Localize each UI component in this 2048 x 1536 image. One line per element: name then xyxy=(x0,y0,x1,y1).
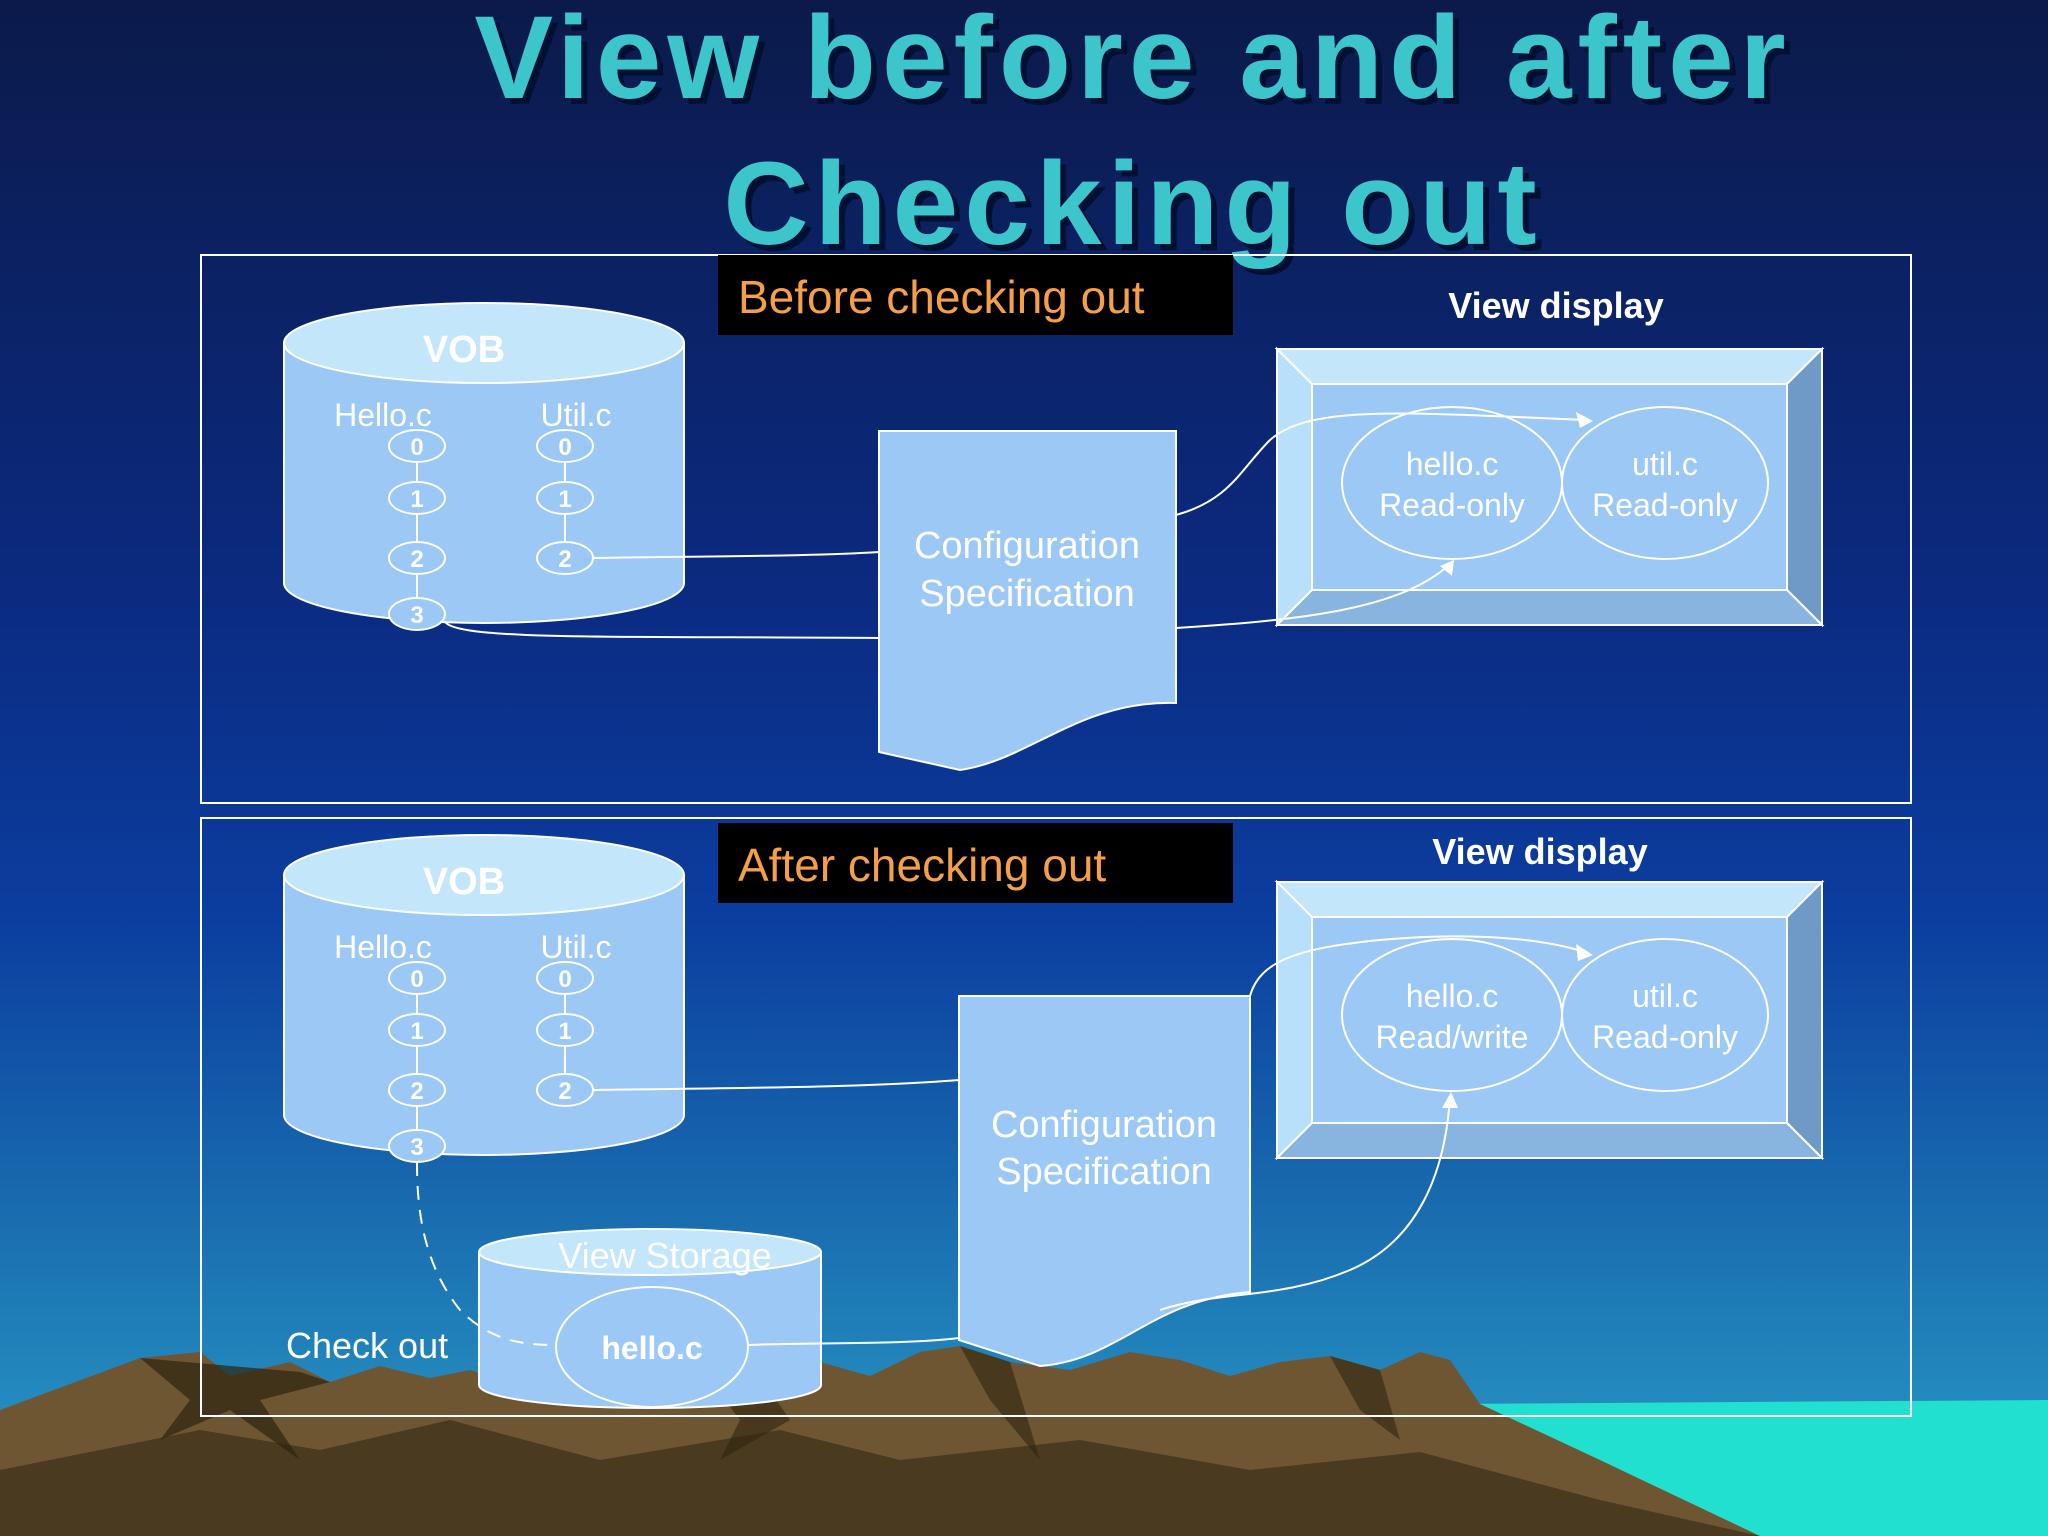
before-connectors xyxy=(444,412,1593,639)
after-file2-name: Util.c xyxy=(540,929,611,965)
before-view-file2-name: util.c xyxy=(1632,446,1698,482)
before-file1-version-1: 1 xyxy=(388,481,446,515)
svg-text:0: 0 xyxy=(558,434,571,461)
after-view-file2: util.c Read-only xyxy=(1561,938,1769,1092)
after-view-file2-mode: Read-only xyxy=(1592,1019,1738,1055)
title-line-2: Checking out xyxy=(723,138,1542,270)
before-connector-config-to-util xyxy=(1175,412,1586,516)
before-config-line-1: Configuration xyxy=(914,525,1140,567)
after-config-line-2: Specification xyxy=(996,1151,1211,1193)
after-heading-box xyxy=(718,823,1233,903)
after-file1-version-3: 3 xyxy=(388,1129,446,1163)
title-line-1: View before and after xyxy=(474,0,1791,124)
before-config-spec: Configuration Specification xyxy=(878,430,1177,772)
after-panel: After checking out VOB Hello.c Util.c 0 … xyxy=(200,817,1912,1417)
after-view-display-label: View display xyxy=(1432,831,1647,872)
checkout-label: Check out xyxy=(286,1325,448,1366)
after-heading: After checking out xyxy=(738,839,1106,891)
slide-title: View before and after View before and af… xyxy=(474,0,1797,276)
after-connector-config-to-hello xyxy=(1159,1097,1451,1311)
after-view-file1-name: hello.c xyxy=(1406,978,1499,1014)
before-heading-box xyxy=(718,255,1233,335)
checkout-dashed-connector xyxy=(416,1161,557,1346)
svg-text:2: 2 xyxy=(410,546,423,573)
svg-text:3: 3 xyxy=(410,1134,423,1161)
after-connector-config-to-util xyxy=(1249,935,1586,997)
after-vob-label: VOB xyxy=(423,861,505,903)
before-file2-version-2: 2 xyxy=(536,541,594,575)
svg-text:3: 3 xyxy=(410,602,423,629)
svg-text:0: 0 xyxy=(410,434,423,461)
svg-text:1: 1 xyxy=(410,486,423,513)
after-view-file2-name: util.c xyxy=(1632,978,1698,1014)
svg-text:0: 0 xyxy=(410,966,423,993)
svg-text:0: 0 xyxy=(558,966,571,993)
after-frame xyxy=(200,817,1912,1417)
after-file1-version-0: 0 xyxy=(388,961,446,995)
before-file1-version-2: 2 xyxy=(388,541,446,575)
svg-text:1: 1 xyxy=(558,486,571,513)
view-storage-label: View Storage xyxy=(558,1235,771,1276)
before-file2-version-0: 0 xyxy=(536,429,594,463)
before-view-file2: util.c Read-only xyxy=(1561,406,1769,560)
before-view-display: hello.c Read-only util.c Read-only xyxy=(1274,346,1825,628)
svg-text:2: 2 xyxy=(410,1078,423,1105)
after-file2-version-0: 0 xyxy=(536,961,594,995)
after-connectors xyxy=(416,935,1593,1346)
svg-text:1: 1 xyxy=(558,1018,571,1045)
before-view-file1-mode: Read-only xyxy=(1379,487,1525,523)
before-connector-util-to-config xyxy=(592,551,880,559)
before-connector-hello-to-config xyxy=(444,621,880,639)
after-connector-storage-to-config xyxy=(747,1337,960,1346)
before-view-display-label: View display xyxy=(1448,285,1663,326)
before-view-file1: hello.c Read-only xyxy=(1341,406,1563,560)
before-view-file2-mode: Read-only xyxy=(1592,487,1738,523)
after-file1-version-2: 2 xyxy=(388,1073,446,1107)
after-config-line-1: Configuration xyxy=(991,1104,1217,1146)
mountain-landscape xyxy=(0,1346,2048,1536)
after-file1-name: Hello.c xyxy=(334,929,432,965)
after-view-display: hello.c Read/write util.c Read-only xyxy=(1274,879,1825,1161)
before-view-file1-name: hello.c xyxy=(1406,446,1499,482)
view-storage-file: hello.c xyxy=(601,1330,702,1366)
after-view-file1: hello.c Read/write xyxy=(1341,938,1563,1092)
svg-text:2: 2 xyxy=(558,1078,571,1105)
before-file1-version-0: 0 xyxy=(388,429,446,463)
after-file2-version-1: 1 xyxy=(536,1013,594,1047)
before-file1-version-3: 3 xyxy=(388,597,446,631)
view-storage-cylinder: View Storage hello.c xyxy=(478,1228,822,1409)
before-file2-version-1: 1 xyxy=(536,481,594,515)
after-view-file1-mode: Read/write xyxy=(1376,1019,1529,1055)
before-connector-config-to-hello xyxy=(1175,563,1451,629)
title-line-1-shadow: View before and after xyxy=(480,0,1797,130)
before-vob-cylinder: VOB Hello.c Util.c 0 1 2 3 0 1 2 xyxy=(283,302,685,631)
after-vob-cylinder: VOB Hello.c Util.c 0 1 2 3 0 1 2 xyxy=(283,834,685,1163)
after-file2-version-2: 2 xyxy=(536,1073,594,1107)
after-file1-version-1: 1 xyxy=(388,1013,446,1047)
before-file2-name: Util.c xyxy=(540,397,611,433)
svg-text:1: 1 xyxy=(410,1018,423,1045)
before-panel: Before checking out VOB Hello.c Util.c 0… xyxy=(200,254,1912,804)
before-file1-name: Hello.c xyxy=(334,397,432,433)
after-config-spec: Configuration Specification xyxy=(958,995,1251,1368)
before-heading: Before checking out xyxy=(738,271,1145,323)
svg-text:2: 2 xyxy=(558,546,571,573)
after-connector-util-to-config xyxy=(592,1079,960,1091)
before-config-line-2: Specification xyxy=(919,573,1134,615)
before-vob-label: VOB xyxy=(423,329,505,371)
